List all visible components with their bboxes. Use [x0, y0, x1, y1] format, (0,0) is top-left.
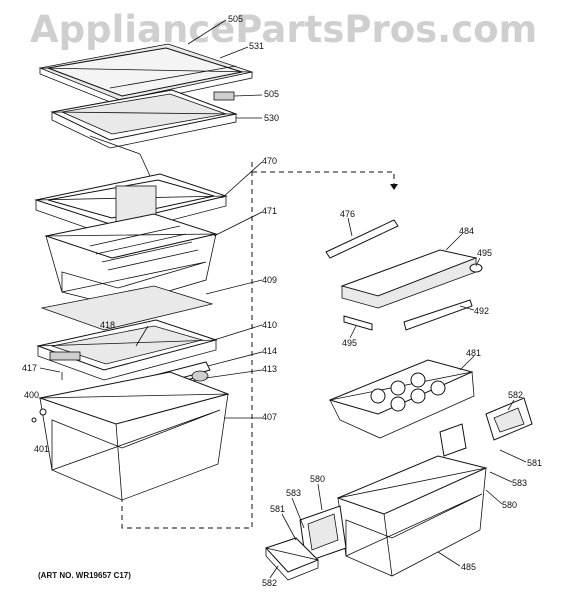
callout-409: 409 [262, 275, 278, 285]
callout-418: 418 [100, 320, 116, 330]
leader-lines [39, 19, 527, 579]
callout-582-right: 582 [508, 390, 524, 400]
callout-581-right: 581 [527, 458, 543, 468]
shelf-frame-530 [50, 89, 238, 177]
callout-485: 485 [461, 562, 477, 572]
callout-495-lower: 495 [342, 338, 358, 348]
callout-492: 492 [474, 306, 490, 316]
callout-582-left: 582 [262, 578, 278, 588]
callout-583-right: 583 [512, 478, 528, 488]
callout-476: 476 [340, 209, 356, 219]
frame-410 [36, 319, 218, 381]
callout-471: 471 [262, 206, 278, 216]
cover-484 [340, 249, 483, 331]
glass-shelf-top [38, 43, 254, 107]
callout-581-left: 581 [270, 504, 286, 514]
drawer-cover-470 [34, 173, 228, 237]
callout-413: 413 [262, 364, 278, 374]
bracket-580 [299, 505, 347, 563]
end-cap-582-left [265, 537, 319, 581]
callout-531: 531 [249, 41, 265, 51]
callout-530: 530 [264, 113, 280, 123]
watermark: AppliancePartsPros.com [30, 8, 538, 51]
drawer-pan-471 [44, 213, 218, 307]
callout-505-mid: 505 [264, 89, 280, 99]
callout-470: 470 [262, 156, 278, 166]
callout-484: 484 [459, 226, 475, 236]
callout-580-left: 580 [310, 474, 326, 484]
callout-401: 401 [34, 444, 50, 454]
callout-495-upper: 495 [477, 248, 493, 258]
crisper-drawer-485 [336, 455, 488, 577]
callout-407: 407 [262, 412, 278, 422]
glass-insert-409 [40, 285, 214, 331]
bottom-drawer-407 [31, 371, 230, 501]
callout-505-top: 505 [228, 14, 244, 24]
bin-481 [328, 359, 475, 439]
callout-414: 414 [262, 346, 278, 356]
end-cap-582-right [439, 397, 533, 457]
callout-417: 417 [22, 363, 38, 373]
strip-476 [325, 219, 399, 259]
callout-580-right: 580 [502, 500, 518, 510]
art-number: (ART NO. WR19657 C17) [38, 571, 131, 580]
callout-410: 410 [262, 320, 278, 330]
assembly-path [121, 162, 398, 529]
callout-400: 400 [24, 390, 40, 400]
callout-481: 481 [466, 348, 482, 358]
callout-583-left: 583 [286, 488, 302, 498]
